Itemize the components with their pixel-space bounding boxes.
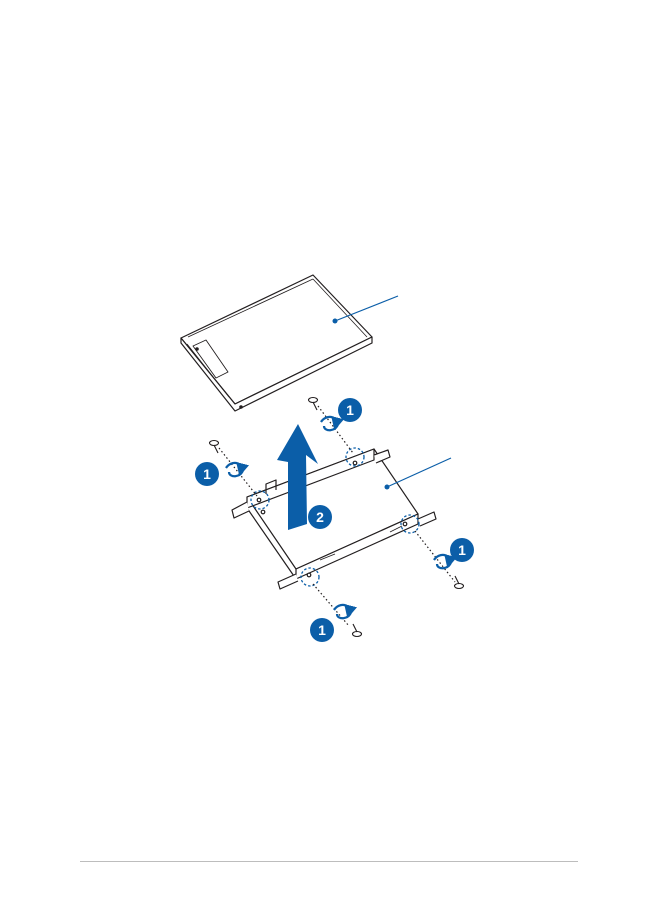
screw-icon bbox=[453, 575, 465, 590]
rotate-arrow-icon bbox=[333, 603, 357, 620]
step-badge-number: 2 bbox=[316, 509, 324, 525]
step-badge-icon: 1 bbox=[195, 462, 219, 486]
rotate-arrow-icon bbox=[320, 415, 344, 432]
step-badge-icon: 2 bbox=[308, 505, 332, 529]
drive-callout-dot bbox=[332, 318, 338, 324]
screw-icon bbox=[208, 439, 220, 454]
step-badge-number: 1 bbox=[458, 542, 466, 558]
rotate-arrow-icon bbox=[433, 553, 457, 570]
screw-icon bbox=[351, 623, 363, 638]
step-badge-icon: 1 bbox=[338, 398, 362, 422]
up-arrow-icon bbox=[277, 424, 318, 530]
step-badge-number: 1 bbox=[346, 402, 354, 418]
bracket-callout-line bbox=[386, 457, 452, 488]
drive-callout-line bbox=[334, 295, 399, 322]
rotate-arrow-icon bbox=[225, 461, 249, 478]
bracket-callout-dot bbox=[384, 484, 390, 490]
step-badge-icon: 1 bbox=[450, 538, 474, 562]
screw-hole-highlights bbox=[250, 447, 420, 587]
step-badge-number: 1 bbox=[203, 466, 211, 482]
step-badge-icon: 1 bbox=[310, 618, 334, 642]
hdd-bracket bbox=[231, 448, 437, 590]
footer-rule bbox=[80, 861, 578, 862]
step-badge-number: 1 bbox=[318, 622, 326, 638]
screw-icon bbox=[307, 396, 319, 411]
ssd-drive bbox=[180, 274, 373, 412]
